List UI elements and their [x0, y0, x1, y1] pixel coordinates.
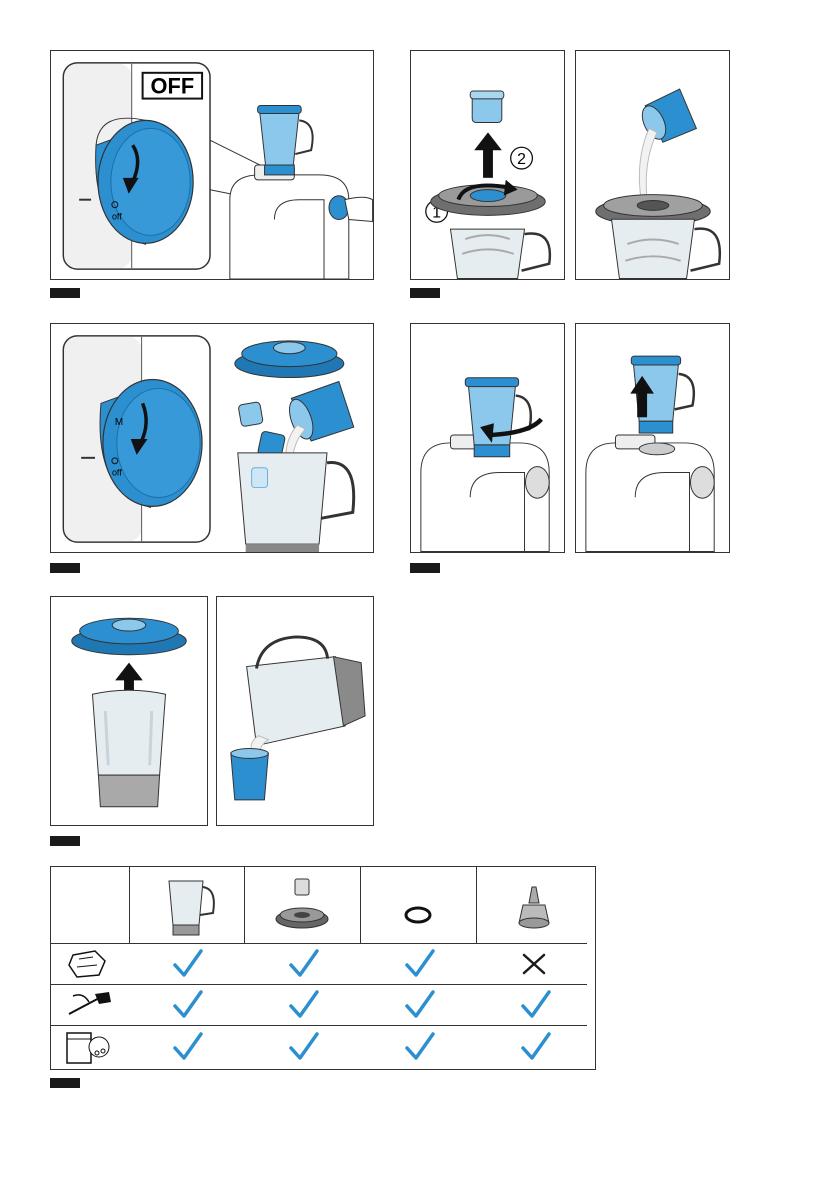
blender-jug-icon — [151, 873, 221, 939]
blade-insert-icon — [499, 873, 569, 939]
check-mark-icon — [518, 1030, 554, 1064]
off-badge: OFF — [151, 74, 195, 99]
arrow-up-icon — [474, 132, 502, 150]
dial-off-label: off — [112, 212, 122, 222]
figure-2-lid-remove: 2 1 — [410, 50, 565, 280]
figure-2b-illustration — [576, 51, 729, 279]
step-bar-2 — [410, 288, 440, 298]
step-bar-5 — [50, 836, 80, 846]
lid-measuring-cup-icon — [267, 873, 337, 939]
check-mark-icon — [402, 988, 438, 1022]
figure-4b-illustration — [576, 324, 729, 552]
table-divider — [51, 984, 587, 985]
table-divider — [360, 867, 361, 943]
table-divider — [476, 867, 477, 943]
figure-5-pour-drink — [216, 596, 374, 826]
check-mark-icon — [518, 988, 554, 1022]
figure-4-remove-jug — [575, 323, 730, 553]
check-mark-icon — [402, 947, 438, 981]
table-divider — [244, 867, 245, 943]
sealing-ring-icon — [383, 873, 453, 939]
figure-1-illustration: OFF off — [51, 51, 373, 279]
figure-5a-illustration — [51, 597, 207, 825]
wipe-cloth-icon — [59, 947, 119, 981]
figure-3-fill-ingredients: M off — [50, 323, 374, 553]
check-mark-icon — [170, 1030, 206, 1064]
brush-water-icon — [59, 988, 119, 1022]
check-mark-icon — [170, 947, 206, 981]
step-bar-4 — [410, 563, 440, 573]
step-bar-6 — [50, 1078, 80, 1088]
check-mark-icon — [286, 1030, 322, 1064]
check-mark-icon — [286, 947, 322, 981]
table-divider — [51, 1025, 587, 1026]
cross-mark-icon — [518, 949, 550, 979]
check-mark-icon — [286, 988, 322, 1022]
arrow-up-icon — [115, 663, 143, 681]
figure-1-switch-off: OFF off — [50, 50, 374, 280]
dial-m-label: M — [115, 417, 123, 428]
cleaning-table — [50, 866, 596, 1070]
figure-2-pour-liquid — [575, 50, 730, 280]
step-2-label: 2 — [517, 151, 526, 168]
dial-off-label: off — [112, 468, 122, 478]
figure-4a-illustration — [411, 324, 564, 552]
table-divider — [129, 867, 130, 943]
figure-2a-illustration: 2 1 — [411, 51, 564, 279]
dishwasher-icon — [59, 1029, 119, 1065]
step-bar-1 — [50, 288, 80, 298]
check-mark-icon — [402, 1030, 438, 1064]
check-mark-icon — [170, 988, 206, 1022]
figure-3-illustration: M off — [51, 324, 373, 552]
figure-5b-illustration — [217, 597, 373, 825]
figure-4-attach-jug — [410, 323, 565, 553]
step-bar-3 — [50, 563, 80, 573]
table-divider — [51, 943, 587, 944]
figure-5-remove-lid — [50, 596, 208, 826]
